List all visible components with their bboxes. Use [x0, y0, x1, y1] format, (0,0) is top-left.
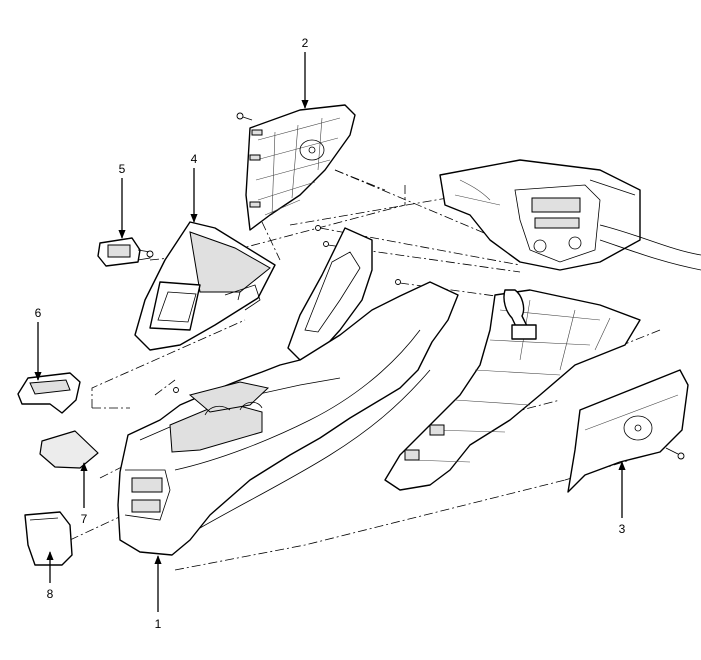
screw-icon: [665, 447, 685, 460]
callout-6: 6: [35, 306, 42, 320]
callout-5: 5: [119, 162, 126, 176]
callout-1: 1: [155, 617, 162, 631]
callout-8: 8: [47, 587, 54, 601]
part-5-switch-module: [97, 237, 154, 267]
leader-lines: [34, 52, 626, 612]
callout-2: 2: [302, 36, 309, 50]
vehicle-body-background: [384, 159, 701, 491]
part-1-floor-console: [117, 225, 459, 556]
part-7-cover-plate: [39, 430, 99, 469]
callout-labels: 1 2 3 4 5 6 7 8: [35, 36, 626, 631]
part-8-front-cover: [24, 511, 73, 566]
part-4-upper-console-cover: [134, 221, 276, 351]
part-6-bracket: [17, 372, 81, 414]
part-3-side-panel: [567, 369, 689, 493]
part-2-side-cover: [236, 104, 356, 231]
callout-3: 3: [619, 522, 626, 536]
callout-4: 4: [191, 152, 198, 166]
callout-7: 7: [81, 512, 88, 526]
screw-icon: [236, 112, 253, 121]
